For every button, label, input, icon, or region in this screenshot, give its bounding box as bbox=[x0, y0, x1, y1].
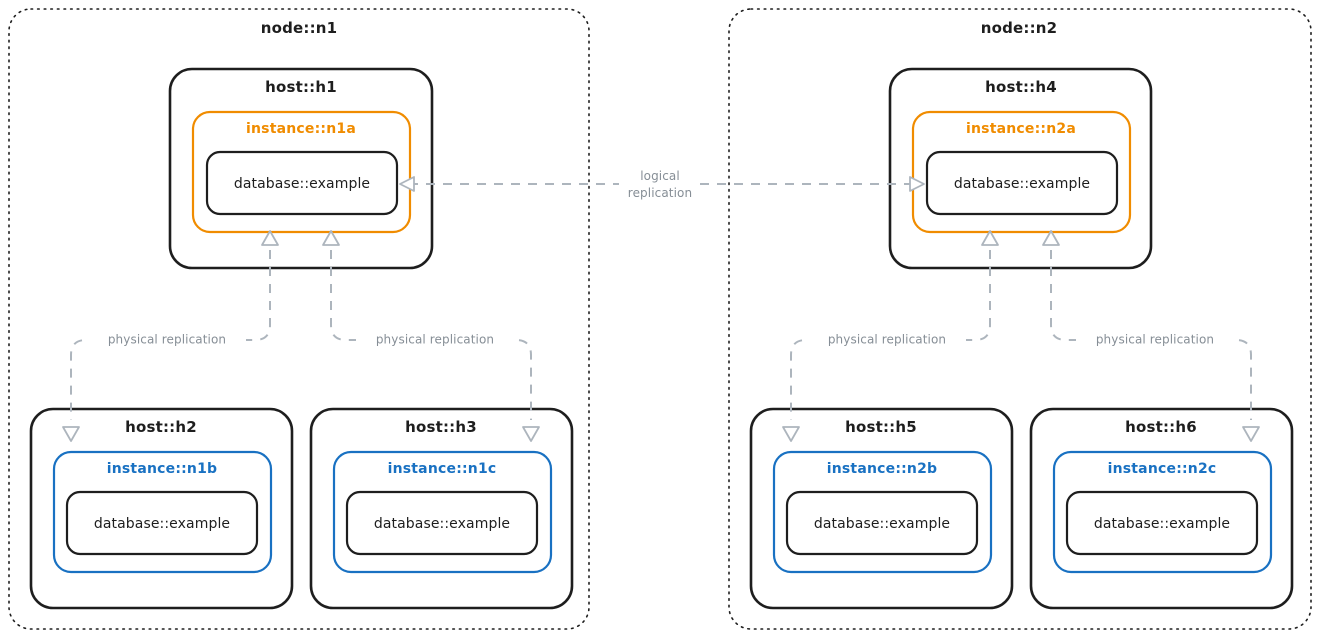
edge-physical-h1-h3[interactable]: physical replication bbox=[322, 230, 540, 442]
node-n1-border bbox=[8, 8, 590, 630]
host-h5-label: host::h5 bbox=[845, 418, 917, 436]
host-box-h2[interactable]: host::h2 instance::n1b database::example bbox=[29, 407, 294, 610]
edge-physical-h1-h3-label: physical replication bbox=[376, 333, 494, 347]
database-n1a-border bbox=[205, 150, 399, 216]
arrowhead-right-icon bbox=[909, 176, 925, 192]
database-n2c-border bbox=[1065, 490, 1259, 556]
database-n2b-border bbox=[785, 490, 979, 556]
arrowhead-down-h6-icon bbox=[1242, 426, 1260, 442]
edge-physical-h1-h2-label: physical replication bbox=[108, 333, 226, 347]
arrowhead-up-h1-right-icon bbox=[322, 230, 340, 246]
edge-physical-h1-h2[interactable]: physical replication bbox=[62, 230, 279, 442]
edge-logical-label-line1: logical bbox=[640, 169, 680, 183]
host-h6-label: host::h6 bbox=[1125, 418, 1197, 436]
host-h1-border bbox=[168, 67, 434, 270]
database-n1a-label: database::example bbox=[234, 176, 370, 192]
instance-n2a-border bbox=[911, 110, 1132, 234]
node-container-n2[interactable]: node::n2 bbox=[728, 8, 1312, 630]
arrowhead-up-h1-left-icon bbox=[261, 230, 279, 246]
arrowhead-down-h2-icon bbox=[62, 426, 80, 442]
instance-n1b-label: instance::n1b bbox=[107, 461, 218, 477]
host-h1-label: host::h1 bbox=[265, 78, 337, 96]
host-box-h4[interactable]: host::h4 instance::n2a database::example bbox=[888, 67, 1153, 270]
arrowhead-up-h4-left-icon bbox=[981, 230, 999, 246]
edge-physical-h4-h6-label: physical replication bbox=[1096, 333, 1214, 347]
database-n2b-label: database::example bbox=[814, 516, 950, 532]
node-n1-label: node::n1 bbox=[261, 19, 338, 37]
database-n1c-border bbox=[345, 490, 539, 556]
edge-label-bg-h5 bbox=[808, 327, 966, 344]
instance-n1c-label: instance::n1c bbox=[388, 461, 497, 477]
node-n2-border bbox=[728, 8, 1312, 630]
edge-physical-h4-h6[interactable]: physical replication bbox=[1042, 230, 1260, 442]
instance-n2c-label: instance::n2c bbox=[1108, 461, 1217, 477]
instance-n1c-border bbox=[332, 450, 553, 574]
instance-n1a-border bbox=[191, 110, 412, 234]
host-h3-label: host::h3 bbox=[405, 418, 477, 436]
host-h5-border bbox=[749, 407, 1014, 610]
edge-label-bg-h2 bbox=[88, 327, 246, 344]
arrowhead-up-h4-right-icon bbox=[1042, 230, 1060, 246]
database-n1b-border bbox=[65, 490, 259, 556]
instance-n2b-border bbox=[772, 450, 993, 574]
host-h2-label: host::h2 bbox=[125, 418, 197, 436]
host-h4-label: host::h4 bbox=[985, 78, 1057, 96]
host-box-h5[interactable]: host::h5 instance::n2b database::example bbox=[749, 407, 1014, 610]
instance-n2b-label: instance::n2b bbox=[827, 461, 938, 477]
instance-n1a-label: instance::n1a bbox=[246, 121, 356, 137]
edge-label-bg-h3 bbox=[356, 327, 514, 344]
host-h6-border bbox=[1029, 407, 1294, 610]
host-box-h6[interactable]: host::h6 instance::n2c database::example bbox=[1029, 407, 1294, 610]
arrowhead-down-h3-icon bbox=[522, 426, 540, 442]
host-h2-border bbox=[29, 407, 294, 610]
host-box-h3[interactable]: host::h3 instance::n1c database::example bbox=[309, 407, 574, 610]
database-n1b-label: database::example bbox=[94, 516, 230, 532]
edge-logical-label-line2: replication bbox=[628, 186, 692, 200]
node-n2-label: node::n2 bbox=[981, 19, 1058, 37]
host-h4-border bbox=[888, 67, 1153, 270]
database-n2a-label: database::example bbox=[954, 176, 1090, 192]
arrowhead-down-h5-icon bbox=[782, 426, 800, 442]
edge-label-bg-h6 bbox=[1076, 327, 1234, 344]
edge-logical-replication[interactable]: logical replication bbox=[399, 169, 925, 200]
arrowhead-left-icon bbox=[399, 176, 415, 192]
edge-physical-h4-h5[interactable]: physical replication bbox=[782, 230, 999, 442]
instance-n1b-border bbox=[52, 450, 273, 574]
node-container-n1[interactable]: node::n1 bbox=[8, 8, 590, 630]
database-n2a-border bbox=[925, 150, 1119, 216]
database-n2c-label: database::example bbox=[1094, 516, 1230, 532]
instance-n2a-label: instance::n2a bbox=[966, 121, 1076, 137]
edge-physical-h4-h5-label: physical replication bbox=[828, 333, 946, 347]
instance-n2c-border bbox=[1052, 450, 1273, 574]
host-box-h1[interactable]: host::h1 instance::n1a database::example bbox=[168, 67, 434, 270]
host-h3-border bbox=[309, 407, 574, 610]
database-n1c-label: database::example bbox=[374, 516, 510, 532]
